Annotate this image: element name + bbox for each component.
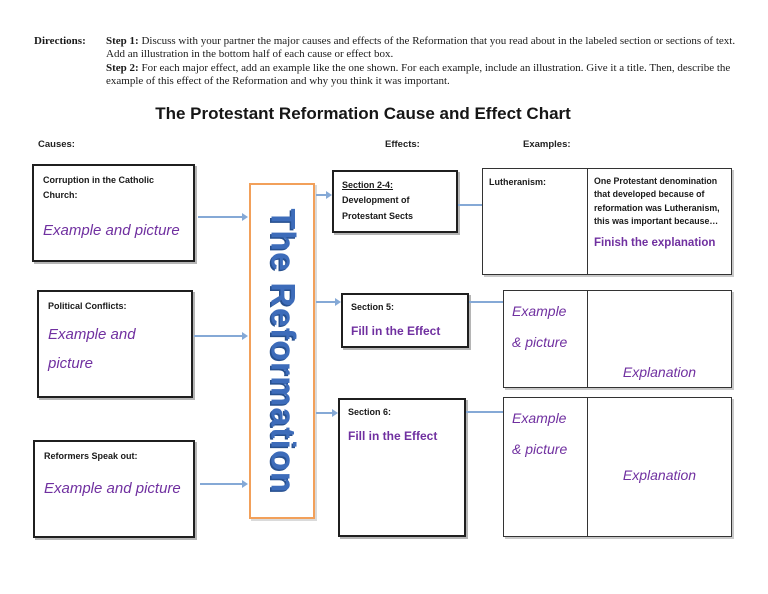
explanation-cell: Explanation [588,398,731,536]
lutheranism-title: Lutheranism: [489,177,547,187]
directions-label: Directions: [34,35,86,47]
step2-lead: Step 2: [106,61,139,74]
directions-step-1: Step 1: Discuss with your partner the ma… [106,35,738,62]
reformation-center-box: The Reformation [249,183,315,519]
arrow-reformation-to-section-2-4 [316,194,330,196]
reformation-vertical-label: The Reformation [263,208,302,494]
effect-prompt: Fill in the Effect [348,429,438,444]
step1-text: Discuss with your partner the major caus… [106,35,736,61]
example-row-2: Example & picture Explanation [503,397,732,537]
explanation-cell: Explanation [588,291,731,387]
example-line-1: Example [512,410,567,426]
cause-placeholder: Example and picture [43,221,180,239]
effect-box-section-2-4: Section 2-4: Development of Protestant S… [332,170,458,233]
explanation-label: Explanation [622,467,697,483]
arrow-corruption-to-reformation [198,216,246,218]
line-section-6-to-example [466,411,503,413]
effect-heading: Section 5: [351,302,395,312]
examples-column-label: Examples: [523,139,571,150]
directions-step-2: Step 2: For each major effect, add an ex… [106,62,738,89]
cause-box-corruption: Corruption in the Catholic Church: Examp… [32,164,195,262]
lutheranism-description: One Protestant denomination that develop… [594,176,720,227]
directions-text: Step 1: Discuss with your partner the ma… [106,35,738,89]
effects-column-label: Effects: [385,139,420,150]
effect-heading: Section 6: [348,407,392,417]
step2-text: For each major effect, add an example li… [106,61,731,88]
arrow-reformation-to-section-5 [316,301,339,303]
line-section-2-4-to-example [458,204,482,206]
arrow-political-to-reformation [194,335,246,337]
effect-description: Development of Protestant Sects [342,195,414,221]
cause-heading: Corruption in the Catholic Church: [43,175,154,201]
lutheranism-explanation-cell: One Protestant denomination that develop… [588,169,731,274]
effect-prompt: Fill in the Effect [351,324,441,339]
lutheranism-title-cell: Lutheranism: [483,169,588,274]
arrow-reformation-to-section-6 [316,412,336,414]
example-picture-cell: Example & picture [504,398,588,536]
example-line-2: & picture [512,334,568,350]
cause-box-reformers: Reformers Speak out: Example and picture [33,440,195,538]
example-table-lutheranism: Lutheranism: One Protestant denomination… [482,168,732,275]
example-row-1: Example & picture Explanation [503,290,732,388]
example-line-1: Example [512,303,567,319]
cause-placeholder: Example and picture [48,326,136,372]
finish-explanation-prompt: Finish the explanation [594,237,716,250]
cause-box-political: Political Conflicts: Example and picture [37,290,193,398]
cause-heading: Political Conflicts: [48,301,127,311]
effect-heading: Section 2-4: [342,180,394,190]
cause-placeholder: Example and picture [44,480,181,498]
line-section-5-to-example [469,301,503,303]
effect-box-section-5: Section 5: Fill in the Effect [341,293,469,348]
page-title: The Protestant Reformation Cause and Eff… [155,104,571,123]
example-picture-cell: Example & picture [504,291,588,387]
arrow-reformers-to-reformation [200,483,246,485]
example-line-2: & picture [512,441,568,457]
causes-column-label: Causes: [38,139,75,150]
step1-lead: Step 1: [106,35,139,47]
effect-box-section-6: Section 6: Fill in the Effect [338,398,466,537]
explanation-label: Explanation [622,364,697,380]
cause-heading: Reformers Speak out: [44,451,138,461]
